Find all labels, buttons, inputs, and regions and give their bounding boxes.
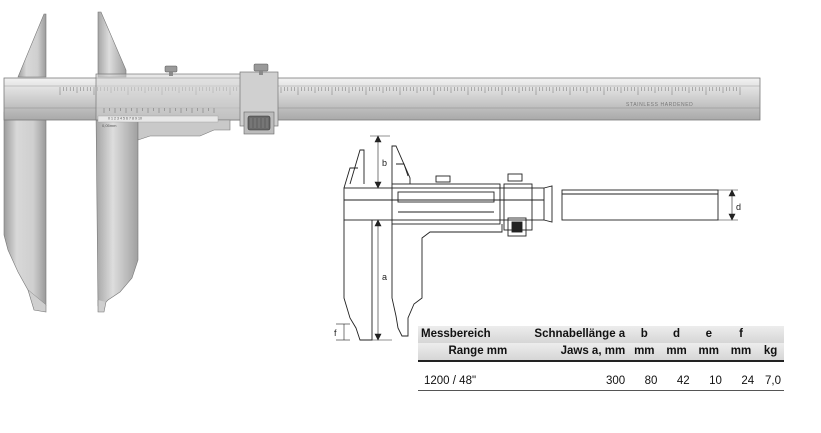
unit-d: mm	[660, 343, 693, 362]
header-range-de: Messbereich	[418, 326, 511, 343]
vernier-scale	[103, 108, 215, 113]
main-scale	[59, 87, 741, 95]
cell-f: 24	[724, 361, 758, 391]
cell-kg: 7,0	[757, 361, 784, 391]
unit-f: mm	[724, 343, 758, 362]
slider-jaw	[95, 11, 139, 313]
table-row: 1200 / 48" 300 80 42 10 24 7,0	[418, 361, 784, 391]
header-d: d	[660, 326, 693, 343]
spec-table: Messbereich Schnabellänge a b d e f Rang…	[418, 326, 784, 391]
cell-d: 42	[660, 361, 693, 391]
cell-e: 10	[692, 361, 725, 391]
locking-screw-2	[253, 63, 269, 75]
fixed-jaw	[3, 13, 47, 313]
locking-screw-1	[164, 65, 178, 76]
unit-b: mm	[628, 343, 661, 362]
cell-range: 1200 / 48"	[418, 361, 511, 391]
header-jaw-de: Schnabellänge a	[510, 326, 629, 343]
header-b: b	[628, 326, 661, 343]
vernier-digits: 0 1 2 3 4 5 6 7 8 9 10	[108, 117, 142, 121]
cell-b: 80	[628, 361, 661, 391]
header-blank	[757, 326, 784, 343]
header-e: e	[692, 326, 725, 343]
slider-body: 0,05mm 0 1 2 3 4 5 6 7 8 9 10	[95, 73, 243, 141]
unit-e: mm	[692, 343, 725, 362]
table-header-row-2: Range mm Jaws a, mm mm mm mm mm kg	[418, 343, 784, 362]
header-jaw-en: Jaws a, mm	[510, 343, 629, 362]
cell-jaw: 300	[510, 361, 629, 391]
header-range-en: Range mm	[418, 343, 511, 362]
dim-a-label: a	[382, 272, 387, 282]
fine-adjust-unit	[239, 71, 279, 135]
dim-d-label: d	[736, 202, 741, 212]
header-f: f	[724, 326, 758, 343]
unit-kg: kg	[757, 343, 784, 362]
table-header-row-1: Messbereich Schnabellänge a b d e f	[418, 326, 784, 343]
technical-drawing: b a d f	[334, 135, 741, 341]
dim-b-label: b	[382, 158, 387, 168]
vernier-label: 0,05mm	[102, 123, 117, 128]
dim-f-label: f	[334, 328, 337, 338]
scale-label: STAINLESS HARDENED	[626, 102, 693, 108]
